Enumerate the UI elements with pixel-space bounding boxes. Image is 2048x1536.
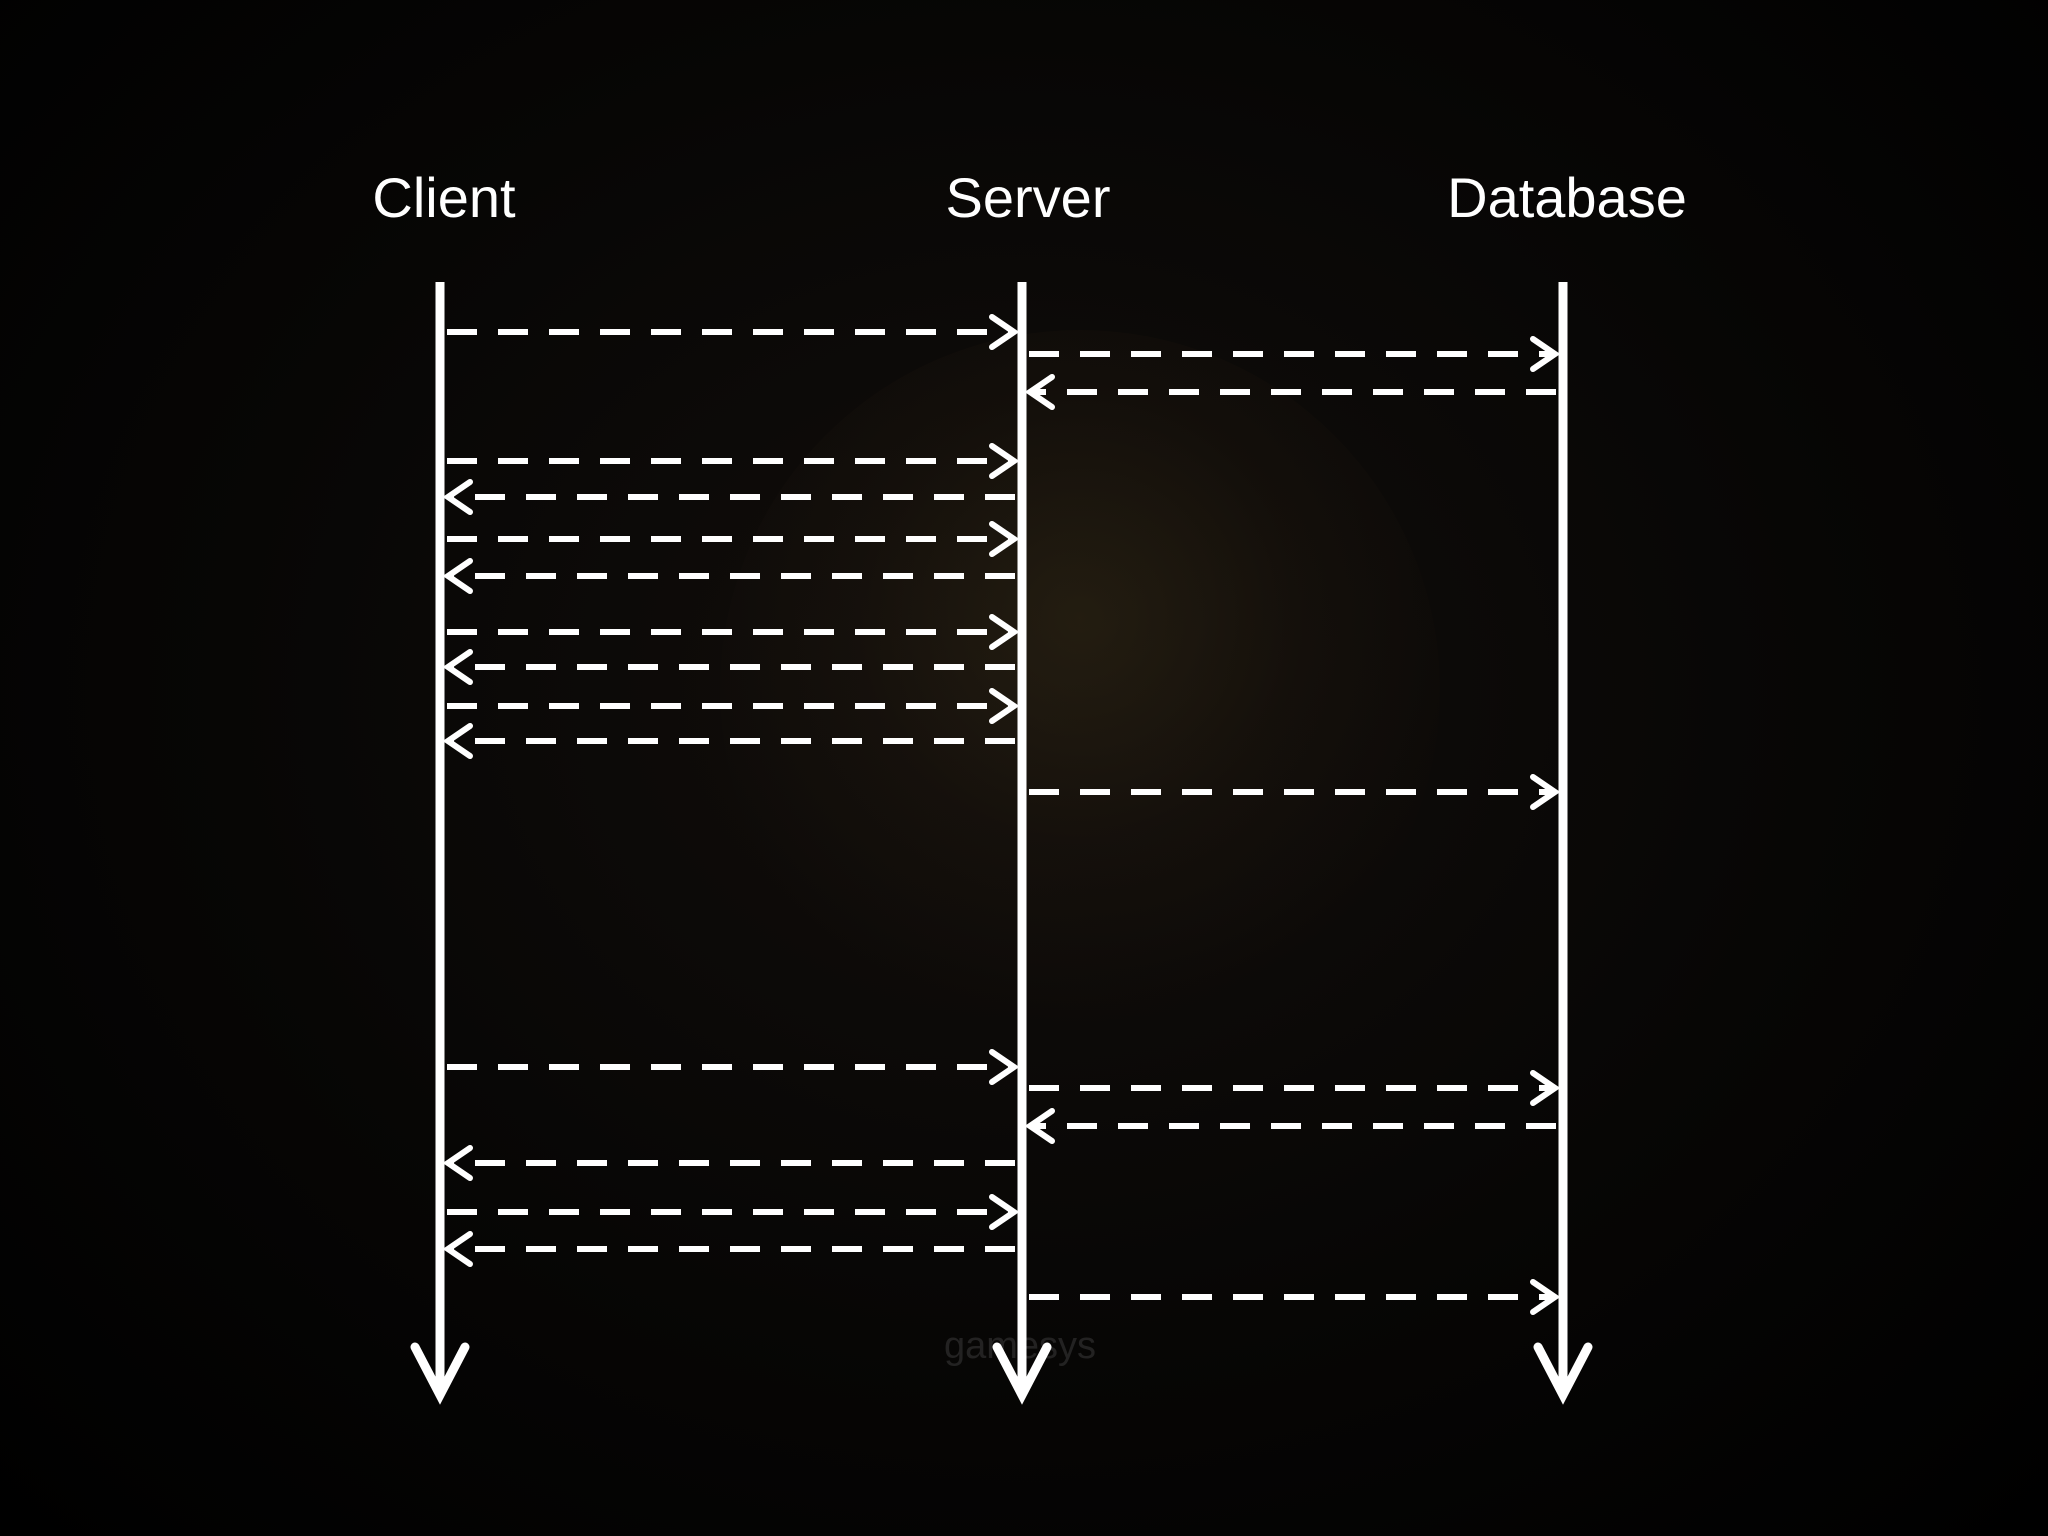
message-arrow-client-to-server bbox=[447, 688, 1020, 724]
message-arrow-server-to-client bbox=[442, 723, 1015, 759]
message-arrow-client-to-server bbox=[447, 443, 1020, 479]
lifeline-database bbox=[1533, 282, 1593, 1405]
message-arrow-client-to-server bbox=[447, 521, 1020, 557]
message-arrow-server-to-client bbox=[442, 479, 1015, 515]
lifeline-server bbox=[992, 282, 1052, 1405]
lifelines bbox=[410, 282, 1593, 1405]
message-arrow-server-to-client bbox=[442, 1145, 1015, 1181]
message-arrows bbox=[442, 314, 1561, 1315]
message-arrow-server-to-database bbox=[1029, 336, 1561, 372]
message-arrow-database-to-server bbox=[1024, 1108, 1556, 1144]
message-arrow-server-to-client bbox=[442, 649, 1015, 685]
message-arrow-client-to-server bbox=[447, 1049, 1020, 1085]
message-arrow-server-to-database bbox=[1029, 774, 1561, 810]
message-arrow-server-to-client bbox=[442, 558, 1015, 594]
message-arrow-server-to-database bbox=[1029, 1279, 1561, 1315]
lifeline-client bbox=[410, 282, 470, 1405]
participant-label-database: Database bbox=[1447, 166, 1687, 229]
participant-label-server: Server bbox=[945, 166, 1111, 229]
message-arrow-client-to-server bbox=[447, 314, 1020, 350]
message-arrow-database-to-server bbox=[1024, 374, 1556, 410]
message-arrow-client-to-server bbox=[447, 614, 1020, 650]
message-arrow-server-to-database bbox=[1029, 1070, 1561, 1106]
participant-label-client: Client bbox=[372, 166, 516, 229]
background-artwork bbox=[720, 330, 1440, 1050]
message-arrow-server-to-client bbox=[442, 1231, 1015, 1267]
message-arrow-client-to-server bbox=[447, 1194, 1020, 1230]
